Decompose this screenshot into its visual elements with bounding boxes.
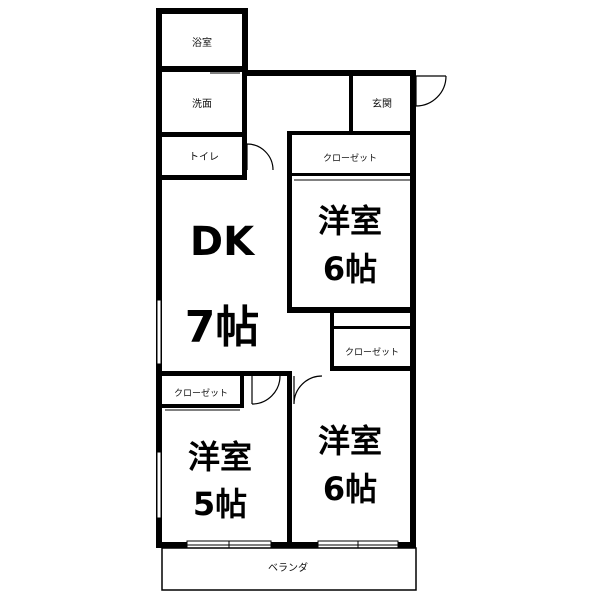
veranda-area — [161, 547, 417, 591]
sw-room-door — [251, 375, 281, 405]
western-ne-size: 6帖 — [323, 250, 377, 288]
interior-walls — [162, 66, 416, 542]
closet-mid-label: クローゼット — [345, 346, 399, 358]
bath-label: 浴室 — [192, 36, 212, 49]
washroom-label: 洗面 — [192, 98, 212, 110]
sliding-tracks — [165, 72, 410, 411]
veranda-label: ベランダ — [268, 561, 308, 574]
toilet-door — [246, 143, 274, 171]
se-room-door — [293, 375, 323, 405]
dk-room-type: DK — [190, 219, 256, 265]
western-sw-size: 5帖 — [193, 485, 247, 523]
closet-top-label: クローゼット — [323, 152, 377, 164]
closet-left-label: クローゼット — [174, 387, 228, 399]
doors — [246, 75, 447, 405]
western-se-type: 洋室 — [318, 422, 382, 460]
western-se-size: 6帖 — [323, 470, 377, 508]
western-ne-type: 洋室 — [318, 202, 382, 240]
dk-room-size: 7帖 — [185, 302, 260, 353]
outer-walls — [156, 8, 416, 548]
entrance-label: 玄関 — [372, 97, 392, 110]
toilet-label: トイレ — [189, 152, 219, 163]
entrance-door — [415, 75, 447, 107]
western-sw-type: 洋室 — [188, 438, 252, 476]
